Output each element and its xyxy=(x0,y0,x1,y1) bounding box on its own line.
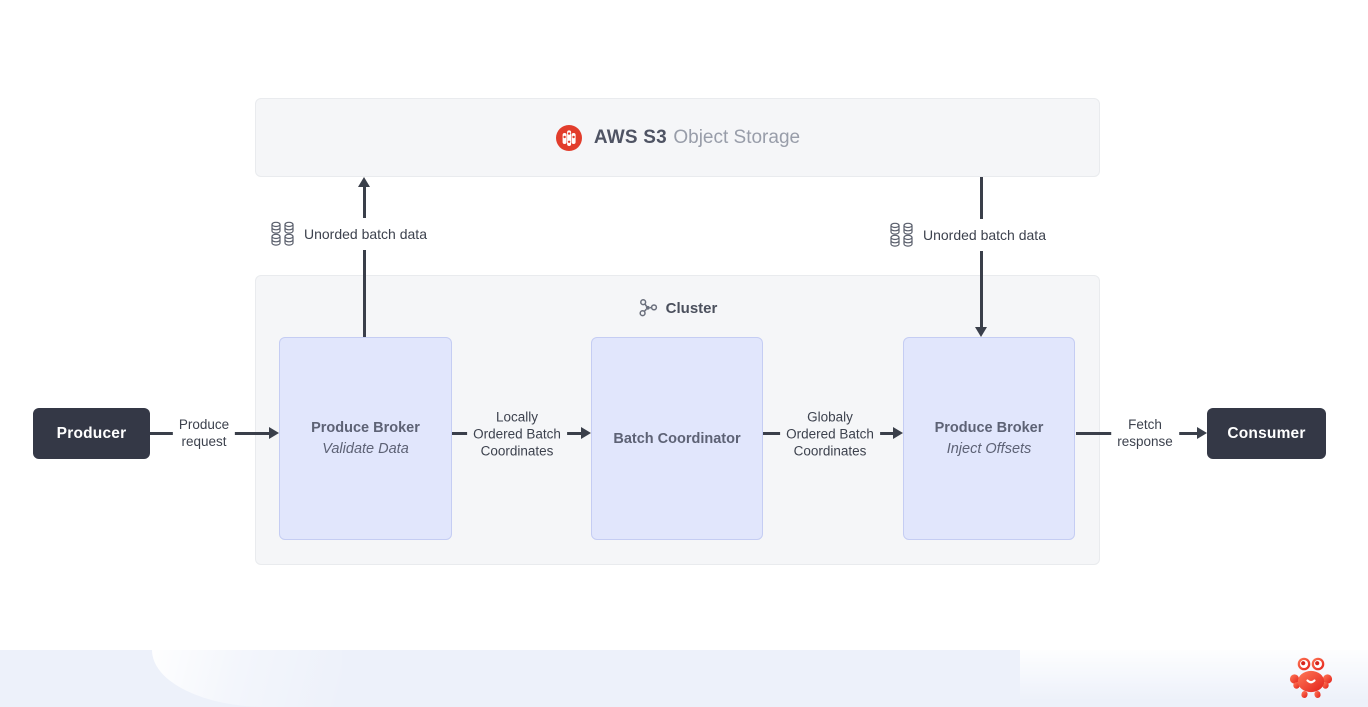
arrow-into-coordinator xyxy=(581,427,591,439)
node-title: Batch Coordinator xyxy=(613,430,741,447)
edge-label-line: Coordinates xyxy=(480,443,554,459)
node-produce-broker-validate: Produce Broker Validate Data xyxy=(279,337,452,540)
producer-box: Producer xyxy=(33,408,150,459)
line-validate-to-s3 xyxy=(363,186,366,337)
producer-label: Producer xyxy=(56,424,127,442)
arrow-into-inject xyxy=(893,427,903,439)
s3-storage-panel: AWS S3 Object Storage xyxy=(255,98,1100,177)
consumer-box: Consumer xyxy=(1207,408,1326,459)
consumer-label: Consumer xyxy=(1227,424,1306,442)
edge-label-locally-ordered: Locally Ordered Batch Coordinates xyxy=(467,406,567,462)
s3-title-strong: AWS S3 xyxy=(593,126,667,148)
edge-label-fetch-response: Fetch response xyxy=(1111,414,1179,452)
unordered-batch-data-label-left: Unorded batch data xyxy=(263,218,434,250)
edge-label-line: Fetch xyxy=(1128,417,1162,432)
unordered-batch-data-label-right: Unorded batch data xyxy=(882,219,1053,251)
edge-label-line: Globaly xyxy=(807,409,853,425)
arrow-down-to-inject xyxy=(975,327,987,337)
arrow-up-to-s3 xyxy=(358,177,370,187)
node-subtitle: Validate Data xyxy=(322,441,409,457)
s3-title-rest: Object Storage xyxy=(673,126,801,148)
node-title: Produce Broker xyxy=(934,420,1044,436)
edge-label-produce-request: Produce request xyxy=(172,414,236,452)
unordered-batch-data-text: Unorded batch data xyxy=(304,226,427,242)
line-s3-to-inject xyxy=(980,177,983,328)
arrow-into-validate xyxy=(269,427,279,439)
edge-label-line: Produce xyxy=(178,417,230,432)
s3-title: AWS S3 Object Storage xyxy=(594,127,800,149)
unordered-batch-data-text: Unorded batch data xyxy=(923,227,1046,243)
crab-logo-icon xyxy=(1288,655,1334,699)
edge-label-line: response xyxy=(1117,434,1173,449)
edge-label-line: Ordered Batch xyxy=(473,426,561,442)
database-stack-icon xyxy=(889,222,914,248)
node-subtitle: Inject Offsets xyxy=(946,441,1032,457)
cluster-topology-icon xyxy=(638,298,658,318)
edge-label-line: Ordered Batch xyxy=(786,426,874,442)
node-batch-coordinator: Batch Coordinator xyxy=(591,337,763,540)
s3-bucket-icon xyxy=(555,124,583,152)
cluster-header: Cluster xyxy=(256,298,1099,318)
edge-label-line: Locally xyxy=(495,409,539,425)
edge-label-line: request xyxy=(181,434,227,449)
node-title: Produce Broker xyxy=(311,420,420,436)
node-produce-broker-inject: Produce Broker Inject Offsets xyxy=(903,337,1075,540)
cluster-title: Cluster xyxy=(665,299,718,317)
edge-label-globally-ordered: Globaly Ordered Batch Coordinates xyxy=(780,406,880,462)
database-stack-icon xyxy=(270,221,295,247)
edge-label-line: Coordinates xyxy=(793,443,867,459)
arrow-into-consumer xyxy=(1197,427,1207,439)
